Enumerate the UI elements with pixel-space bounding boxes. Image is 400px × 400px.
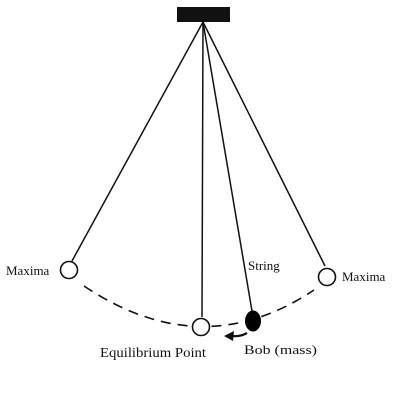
maxima-left-circle: [59, 260, 79, 280]
bob-mass: [245, 310, 261, 332]
motion-arrow: [231, 332, 248, 338]
string-label: String: [248, 258, 280, 273]
ceiling-support: [177, 7, 230, 22]
maxima-right-label: Maxima: [342, 269, 386, 284]
bob-label: Bob (mass): [244, 342, 317, 357]
maxima-left-label: Maxima: [6, 263, 50, 278]
string-left-maxima: [71, 21, 204, 262]
equilibrium-circle: [191, 317, 211, 337]
string-equilibrium: [201, 21, 204, 318]
motion-arrowhead: [224, 331, 234, 341]
string-to-bob: [202, 21, 253, 312]
equilibrium-label: Equilibrium Point: [100, 346, 206, 361]
string-right-maxima: [202, 21, 326, 267]
maxima-right-circle: [317, 267, 337, 287]
